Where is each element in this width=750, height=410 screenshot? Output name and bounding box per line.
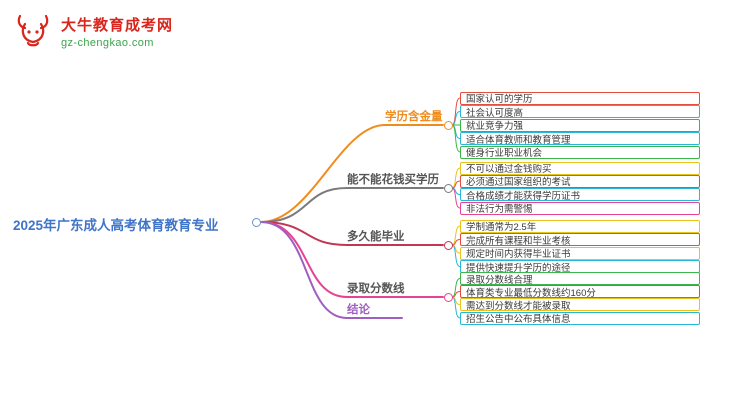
leaf-node[interactable]: 必须通过国家组织的考试: [460, 174, 700, 188]
connector-curve: [451, 244, 461, 254]
leaf-node[interactable]: 社会认可度高: [460, 105, 700, 118]
connector-curve: [451, 167, 461, 189]
connector-curve: [260, 187, 444, 223]
branch-node-3[interactable]: 多久能毕业: [347, 231, 405, 243]
bull-logo-icon: [17, 14, 49, 47]
leaf-node[interactable]: 录取分数线合理: [460, 272, 700, 285]
connector-curve: [451, 180, 461, 189]
leaf-node[interactable]: 需达到分数线才能被录取: [460, 298, 700, 311]
leaf-node[interactable]: 规定时间内获得毕业证书: [460, 246, 700, 260]
connector-curve: [451, 97, 461, 126]
connector-curve: [451, 225, 461, 246]
leaf-node[interactable]: 国家认可的学历: [460, 91, 700, 105]
leaf-node[interactable]: 体育类专业最低分数线约160分: [460, 285, 700, 298]
leaf-node[interactable]: 适合体育教师和教育管理: [460, 132, 700, 145]
connector-curve: [451, 291, 461, 298]
leaf-node[interactable]: 健身行业职业机会: [460, 145, 700, 159]
leaf-node[interactable]: 就业竞争力强: [460, 118, 700, 132]
branch-node-2[interactable]: 能不能花钱买学历: [347, 174, 439, 186]
leaf-node[interactable]: 学制通常为2.5年: [460, 219, 700, 233]
connector-curve: [451, 296, 461, 305]
connector-curve: [451, 244, 461, 267]
logo-title: 大牛教育成考网: [61, 16, 174, 34]
branch-collapse-toggle[interactable]: [443, 120, 453, 130]
connector-curve: [451, 124, 461, 153]
root-node[interactable]: 2025年广东成人高考体育教育专业: [13, 218, 219, 233]
leaf-node[interactable]: 完成所有课程和毕业考核: [460, 233, 700, 246]
logo-domain: gz-chengkao.com: [61, 36, 154, 49]
root-collapse-toggle[interactable]: [251, 217, 261, 227]
site-logo: 大牛教育成考网 gz-chengkao.com: [12, 10, 173, 52]
leaf-node[interactable]: 非法行为需警惕: [460, 201, 700, 215]
connector-curve: [451, 278, 461, 298]
branch-collapse-toggle[interactable]: [443, 240, 453, 250]
connector-curve: [451, 111, 461, 126]
branch-node-1[interactable]: 学历含金量: [385, 111, 443, 123]
connector-curve: [451, 124, 461, 139]
connector-curve: [451, 296, 461, 319]
branch-collapse-toggle[interactable]: [443, 183, 453, 193]
branch-node-5[interactable]: 结论: [347, 304, 370, 316]
branch-collapse-toggle[interactable]: [443, 292, 453, 302]
leaf-node[interactable]: 合格成绩才能获得学历证书: [460, 188, 700, 201]
branch-node-4[interactable]: 录取分数线: [347, 283, 405, 295]
connector-curve: [451, 239, 461, 246]
connector-curve: [451, 187, 461, 195]
leaf-node[interactable]: 不可以通过金钱购买: [460, 161, 700, 175]
connector-curve: [451, 187, 461, 209]
leaf-node[interactable]: 招生公告中公布具体信息: [460, 311, 700, 325]
